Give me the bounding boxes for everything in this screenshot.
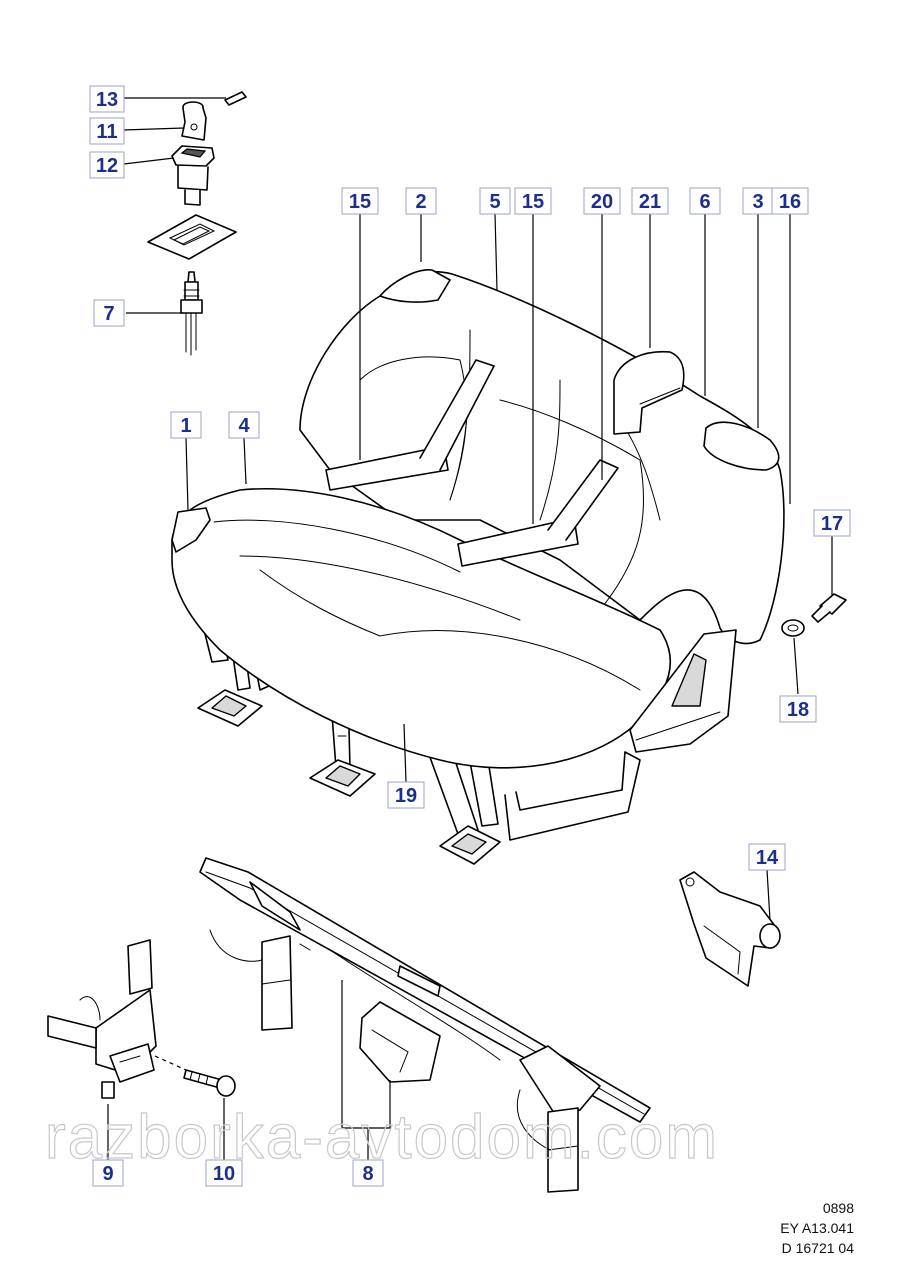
drawing-reference: 0898 EY A13.041 D 16721 04 [780, 1198, 854, 1258]
reference-line-2: EY A13.041 [780, 1220, 854, 1236]
callout-3: 3 [742, 187, 774, 215]
callout-14: 14 [748, 843, 786, 871]
svg-text:13: 13 [96, 89, 118, 111]
callout-7: 7 [93, 299, 125, 327]
svg-text:4: 4 [238, 415, 250, 437]
svg-text:20: 20 [591, 191, 613, 213]
armrest-left [325, 359, 495, 491]
svg-text:3: 3 [752, 191, 763, 213]
reference-line-1: 0898 [822, 1200, 854, 1216]
svg-text:7: 7 [103, 303, 114, 325]
callout-9: 9 [92, 1159, 124, 1187]
seat-backrest [299, 269, 785, 645]
callout-16: 16 [771, 187, 809, 215]
callout-10: 10 [205, 1159, 243, 1187]
callout-20: 20 [583, 187, 621, 215]
callout-21: 21 [631, 187, 669, 215]
callout-5: 5 [479, 187, 511, 215]
washer-part-18 [781, 619, 805, 637]
svg-text:21: 21 [639, 191, 661, 213]
leader-lines [107, 97, 833, 1160]
svg-text:16: 16 [779, 191, 801, 213]
svg-text:12: 12 [96, 155, 118, 177]
callout-6: 6 [689, 187, 721, 215]
pin-part-13 [224, 91, 247, 106]
svg-text:5: 5 [489, 191, 500, 213]
lock-part-9 [47, 939, 157, 1099]
callout-17: 17 [813, 509, 851, 537]
svg-text:19: 19 [395, 785, 417, 807]
svg-text:6: 6 [699, 191, 710, 213]
callout-13: 13 [89, 85, 125, 113]
callout-19: 19 [387, 781, 425, 809]
stud-part-7 [180, 271, 203, 356]
bolt-part-10 [183, 1069, 236, 1097]
callout-11: 11 [89, 117, 125, 145]
svg-text:15: 15 [522, 191, 544, 213]
side-bracket [629, 629, 737, 753]
headrest-part-21 [613, 350, 685, 435]
armrest-right [457, 459, 619, 567]
callout-1: 1 [170, 411, 202, 439]
callout-18: 18 [779, 695, 817, 723]
svg-text:8: 8 [362, 1163, 373, 1185]
svg-text:9: 9 [102, 1163, 113, 1185]
callout-8: 8 [352, 1159, 384, 1187]
seat-rail-part-8 [199, 857, 651, 1193]
buckle-part-12 [171, 145, 215, 206]
plate-part [147, 214, 237, 260]
callout-2: 2 [405, 187, 437, 215]
bolt-part-17 [811, 593, 847, 623]
svg-text:2: 2 [415, 191, 426, 213]
svg-text:11: 11 [96, 121, 117, 143]
svg-text:10: 10 [213, 1163, 235, 1185]
svg-text:14: 14 [756, 847, 779, 869]
callout-12: 12 [89, 151, 125, 179]
svg-text:18: 18 [787, 699, 809, 721]
callout-15-left: 15 [341, 187, 379, 215]
hinge-part-14 [679, 871, 781, 987]
svg-text:15: 15 [349, 191, 371, 213]
reference-line-3: D 16721 04 [781, 1240, 854, 1256]
callout-4: 4 [228, 411, 260, 439]
callout-15-right: 15 [514, 187, 552, 215]
watermark-text: razborka-avtodom.com [45, 1103, 719, 1172]
seat-cushion [171, 487, 672, 769]
svg-text:1: 1 [180, 415, 191, 437]
svg-text:17: 17 [821, 513, 843, 535]
bracket-part-11 [181, 101, 207, 141]
